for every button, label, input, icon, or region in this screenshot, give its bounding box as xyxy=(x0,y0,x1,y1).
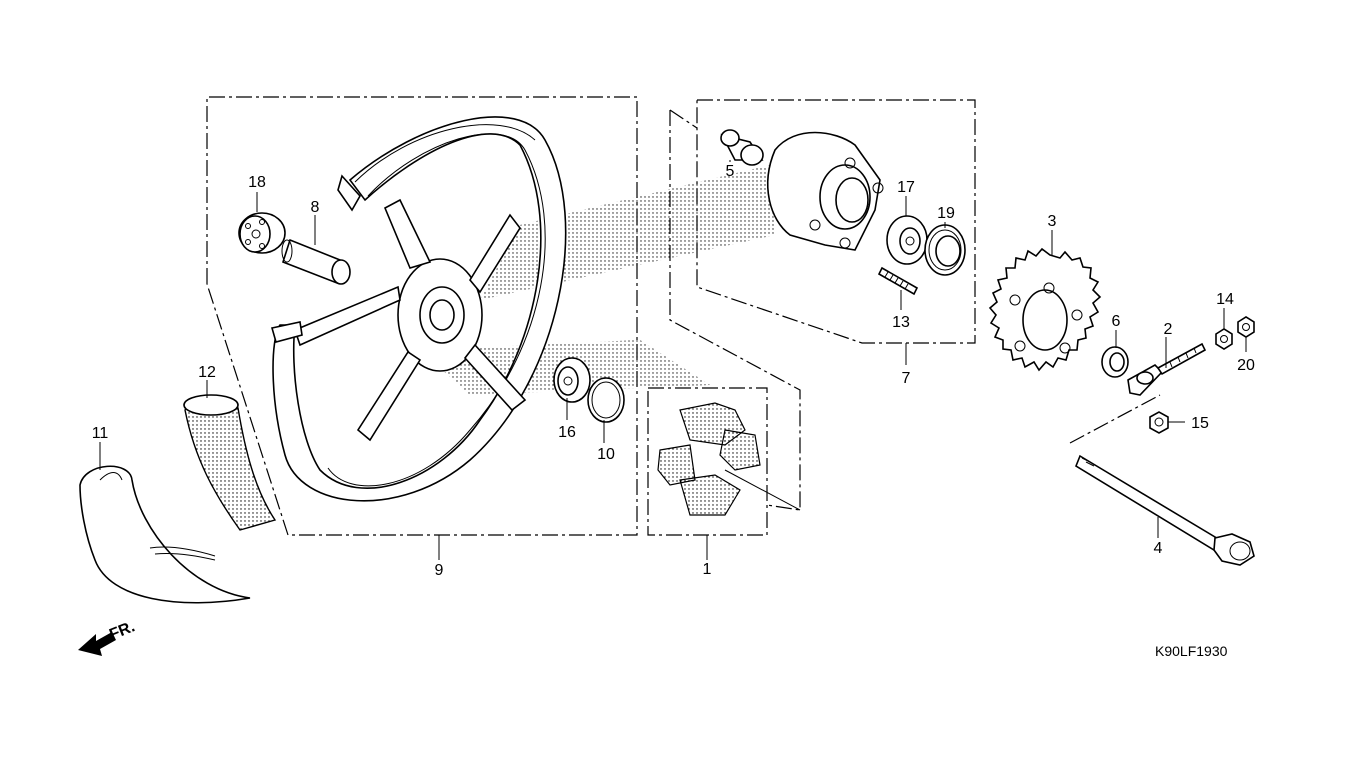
callout-1: 1 xyxy=(703,561,712,578)
damper-rubbers-part-1 xyxy=(657,402,801,516)
damper-group-outline xyxy=(647,387,768,536)
inner-tube-part-12 xyxy=(183,394,277,531)
nut-part-20 xyxy=(1237,316,1255,338)
bearing-part-17 xyxy=(886,215,928,265)
wheel-rim-part-9 xyxy=(270,116,567,502)
chain-adjuster-part-2 xyxy=(1127,342,1207,396)
axle-bolt-part-4 xyxy=(1075,454,1255,566)
callout-4: 4 xyxy=(1154,540,1163,557)
front-arrow-icon xyxy=(78,632,116,656)
callout-labels: 1 2 3 4 5 6 7 8 9 10 11 12 13 14 15 16 1… xyxy=(92,163,1255,579)
callout-19: 19 xyxy=(937,205,955,222)
front-direction-indicator: FR. xyxy=(78,618,137,656)
callout-17: 17 xyxy=(897,179,915,196)
leader-lines xyxy=(99,160,1247,560)
callout-3: 3 xyxy=(1048,213,1057,230)
bearing-part-18 xyxy=(238,212,286,254)
callout-7: 7 xyxy=(902,370,911,387)
callout-14: 14 xyxy=(1216,291,1234,308)
stud-bolt-part-13 xyxy=(877,266,919,296)
callout-2: 2 xyxy=(1164,321,1173,338)
hub-part-7 xyxy=(767,131,884,251)
o-ring-part-10 xyxy=(587,377,625,423)
oil-seal-part-19 xyxy=(924,224,966,276)
nut-part-14 xyxy=(1215,328,1233,350)
spacer-tube-part-8 xyxy=(281,238,351,285)
front-label: FR. xyxy=(107,618,137,643)
wheel-group-outline xyxy=(206,96,638,536)
bearing-part-16 xyxy=(553,357,591,403)
callout-12: 12 xyxy=(198,364,216,381)
callout-20: 20 xyxy=(1237,357,1255,374)
callout-15: 15 xyxy=(1191,415,1209,432)
callout-9: 9 xyxy=(435,562,444,579)
callout-8: 8 xyxy=(311,199,320,216)
callout-10: 10 xyxy=(597,446,615,463)
hub-group-outline xyxy=(696,99,976,344)
rim-band-part-11 xyxy=(79,465,251,604)
collar-part-6 xyxy=(1101,346,1129,378)
sprocket-part-3 xyxy=(988,247,1102,372)
nut-part-15 xyxy=(1149,411,1169,434)
callout-18: 18 xyxy=(248,174,266,191)
callout-11: 11 xyxy=(92,425,109,442)
collar-part-5 xyxy=(720,129,764,166)
callout-5: 5 xyxy=(726,163,735,180)
callout-16: 16 xyxy=(558,424,576,441)
diagram-code: K90LF1930 xyxy=(1155,643,1228,659)
callout-13: 13 xyxy=(892,314,910,331)
callout-6: 6 xyxy=(1112,313,1121,330)
